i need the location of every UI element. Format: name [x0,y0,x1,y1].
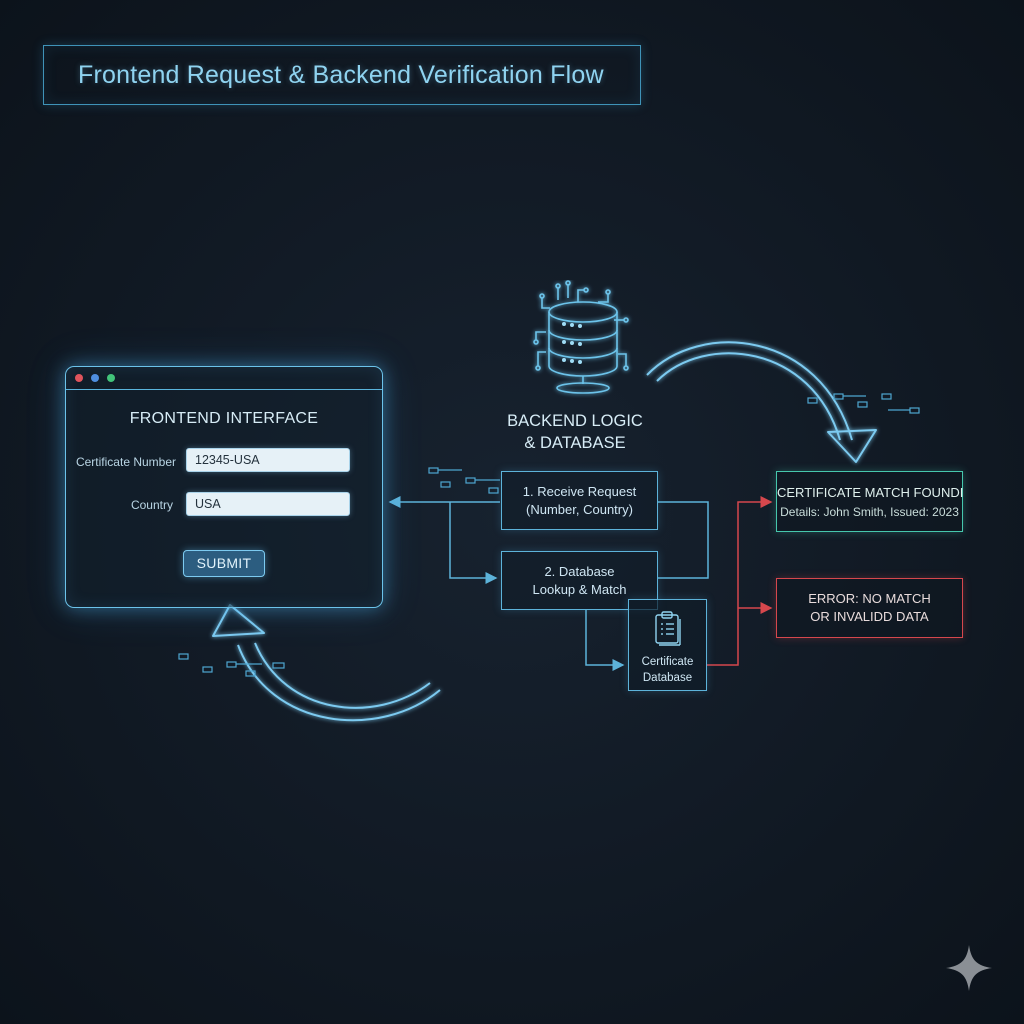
diagram-title-box: Frontend Request & Backend Verification … [43,45,641,105]
country-input[interactable]: USA [186,492,350,516]
country-label: Country [130,498,173,512]
window-title-bar [66,367,382,390]
window-maximize-icon[interactable] [107,374,115,382]
match-result-box: CERTIFICATE MATCH FOUNDI Details: John S… [776,471,963,532]
certificate-number-input[interactable]: 12345-USA [186,448,350,472]
step1-line1: 1. Receive Request [522,483,637,499]
certdb-line2: Database [642,672,693,684]
step-receive-request: 1. Receive Request (Number, Country) [501,471,658,530]
diagram-title: Frontend Request & Backend Verification … [78,60,604,89]
result-branch-lines [707,496,773,666]
step2-line2: Lookup & Match [532,581,627,597]
frontend-title: FRONTEND INTERFACE [129,410,319,427]
request-response-lines [388,496,709,671]
match-title: CERTIFICATE MATCH FOUNDI [777,484,964,500]
step2-line1: 2. Database [544,563,615,579]
clipboard-icon [655,611,681,646]
sparkle-icon [946,945,992,991]
certdb-line1: Certificate [641,656,694,668]
certificate-database-box: Certificate Database [628,599,707,691]
certificate-database-label: Certificate Database [629,654,706,686]
error-result-box: ERROR: NO MATCH OR INVALIDD DATA [776,578,963,638]
data-packets [178,393,920,677]
curved-arrow-to-results [646,341,877,463]
step1-line2: (Number, Country) [526,501,633,517]
step-database-lookup: 2. Database Lookup & Match [501,551,658,610]
match-detail: Details: John Smith, Issued: 2023 [780,504,959,519]
window-minimize-icon[interactable] [91,374,99,382]
error-line1: ERROR: NO MATCH [808,591,931,606]
curved-arrow-to-frontend [212,604,441,722]
frontend-window: FRONTEND INTERFACE Certificate Number 12… [65,366,383,608]
window-close-icon[interactable] [75,374,83,382]
server-database-icon [533,280,629,394]
backend-label-line1: BACKEND LOGIC [507,412,643,430]
error-line2: OR INVALIDD DATA [810,609,929,624]
certificate-number-label: Certificate Number [75,455,176,469]
backend-label-line2: & DATABASE [524,434,626,452]
submit-button[interactable]: SUBMIT [183,550,265,577]
backend-label: BACKEND LOGIC & DATABASE [470,410,680,454]
